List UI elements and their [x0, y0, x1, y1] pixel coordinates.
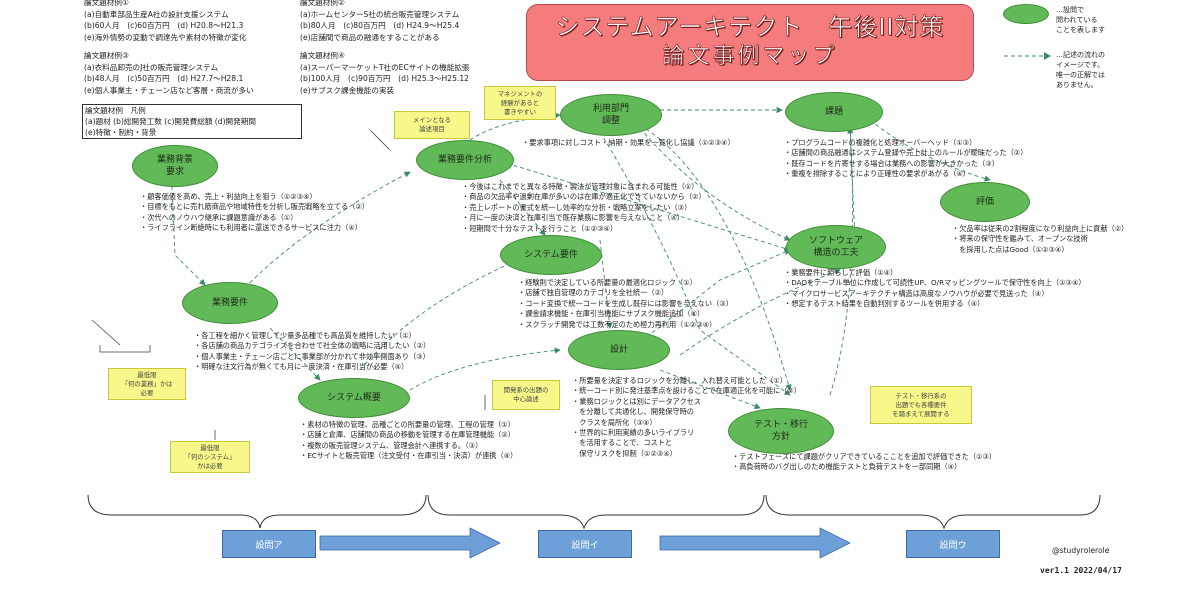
theme-line: (b)100人月 (c)90百万円 (d) H25.3～H25.12 [300, 74, 469, 84]
node-evaluation: 評価 [940, 182, 1030, 222]
bullets-test-migration: ・テストフェーズにて課題がクリアできているこことを追加で評価できた（①③） ・高… [732, 452, 997, 472]
theme-1: 論文題材例① (a)自動車部品生産A社の設計支援システム (b)60人月 (c)… [84, 0, 246, 43]
node-test-migration-policy: テスト・移行 方針 [728, 408, 834, 454]
note-minimum-business: 最低限 「何の業務」かは 必要 [108, 368, 186, 400]
title-banner: システムアーキテクト 午後II対策 論文事例マップ [526, 4, 974, 81]
key-oval [1003, 4, 1049, 24]
node-software-structure: ソフトウェア 構造の工夫 [786, 225, 886, 269]
theme-line: (a)衣料品卸売のJ社の販売管理システム [84, 62, 219, 72]
note-test-focus: テスト・移行系の 出題でも各種要件 を踏まえて展開する [870, 386, 972, 424]
theme-4: 論文題材例④ (a)スーパーマーケットT社のECサイトの機能拡張 (b)100人… [300, 50, 470, 96]
theme-title: 論文題材例① [84, 0, 129, 7]
node-business-background: 業務背景 要求 [132, 145, 218, 187]
bullets-evaluation: ・欠品率は従来の2割程度になり利益向上に貢献（②） ・将来の保守性を鑑みて、オー… [952, 224, 1129, 254]
bullets-analysis: ・今後はこれまでと異なる特徴・製法が管理対象に含まれる可能性（①） ・商品の欠品… [462, 182, 706, 233]
theme-2: 論文題材例② (a)ホームセンターS社の統合販売管理システム (b)80人月 (… [300, 0, 459, 43]
title-line-2: 論文事例マップ [662, 44, 838, 70]
bullets-business-requirement: ・各工程を細かく管理して少量多品種でも高品質を維持したい（①） ・各店舗の商品カ… [194, 331, 431, 372]
section-a-label: 設問ア [222, 530, 316, 558]
theme-line: (b)60人月 (c)60百万円 (d) H20.8～H21.3 [84, 21, 244, 31]
theme-legend-box: 論文題材例 凡例 (a)題材 (b)総開発工数 (c)開発費総額 (d)開発期間… [82, 104, 302, 139]
bullets-system-overview: ・素材の特徴の管理、品種ごとの所要量の管理、工程の管理（①） ・店舗と倉庫、店舗… [300, 420, 518, 461]
node-system-requirement: システム要件 [500, 235, 602, 275]
theme-title: 論文題材例④ [300, 51, 345, 60]
theme-3: 論文題材例③ (a)衣料品卸売のJ社の販売管理システム (b)48人月 (c)5… [84, 50, 254, 96]
node-business-requirement: 業務要件 [182, 282, 278, 324]
bullets-issue: ・プログラムコードの複雑化と処理オーバーヘッド（①③） ・店舗間の商品融通はシス… [784, 138, 1028, 179]
theme-line: (e)店舗間で商品の融通をすることがある [300, 32, 440, 42]
node-business-requirement-analysis: 業務要件分析 [416, 140, 514, 180]
bullets-software: ・業務要件に照らして評価（①④） ・DAOをテーブル単位に作成して可読性UP、O… [784, 268, 1086, 309]
theme-title: 論文題材例② [300, 0, 345, 7]
theme-line: (b)48人月 (c)50百万円 (d) H27.7～H28.1 [84, 74, 244, 84]
bullets-system-requirement: ・経験則で決定している所要量の最適化ロジック（①） ・店舗で独自管理のカテゴリを… [518, 278, 733, 329]
bullets-user-dept: ・要求事項に対しコスト・納期・効果を一覧化し協議（①②③④） [522, 138, 735, 147]
note-management: マネジメントの 経験があると 書きやすい [484, 86, 556, 120]
theme-line: (a)自動車部品生産A社の設計支援システム [84, 9, 229, 19]
legend-line: (a)題材 (b)総開発工数 (c)開発費総額 (d)開発期間 [85, 117, 256, 126]
theme-line: (a)ホームセンターS社の統合販売管理システム [300, 9, 460, 19]
section-b-label: 設問イ [538, 530, 632, 558]
legend-line: (e)特徴・制約・背景 [85, 128, 157, 137]
node-user-dept-coordination: 利用部門 調整 [560, 94, 662, 136]
theme-line: (b)80人月 (c)80百万円 (d) H24.9～H25.4 [300, 21, 460, 31]
node-design: 設計 [568, 330, 670, 370]
node-system-overview: システム概要 [298, 378, 410, 418]
key-arrow-text: …記述の流れの イメージです。 唯一の正解では ありません。 [1056, 51, 1105, 89]
key-oval-text: …設問で 問われている ことを表します [1056, 6, 1105, 34]
node-issue: 課題 [785, 92, 883, 132]
title-line-1: システムアーキテクト 午後II対策 [555, 13, 945, 42]
section-c-label: 設問ウ [906, 530, 1000, 558]
note-dev-focus: 開発系の出題の 中心論述 [492, 380, 560, 410]
theme-line: (e)個人事業主・チェーン店など客層・商流が多い [84, 85, 254, 95]
theme-line: (e)サブスク課金機能の実装 [300, 85, 395, 95]
note-main-theme: メインとなる 論述項目 [394, 111, 470, 139]
note-minimum-system: 最低限 「何のシステム」 かは必要 [170, 441, 250, 473]
key-arrow-icon [1004, 52, 1051, 60]
bullets-design: ・所要量を決定するロジックを分離し、入れ替え可能とした（①） ・統一コード別に発… [572, 376, 802, 458]
legend-title: 論文題材例 凡例 [85, 106, 146, 115]
theme-line: (a)スーパーマーケットT社のECサイトの機能拡張 [300, 62, 470, 72]
theme-line: (e)海外情勢の変動で調達先や素材の特徴が変化 [84, 32, 247, 42]
bullets-business-background: ・顧客価値を高め、売上・利益向上を狙う（①②③④） ・目標をもとに売れ筋商品や地… [140, 192, 370, 233]
version-label: ver1.1 2022/04/17 [1040, 566, 1122, 575]
author-handle: @studyrolerole [1052, 546, 1110, 555]
theme-title: 論文題材例③ [84, 51, 129, 60]
